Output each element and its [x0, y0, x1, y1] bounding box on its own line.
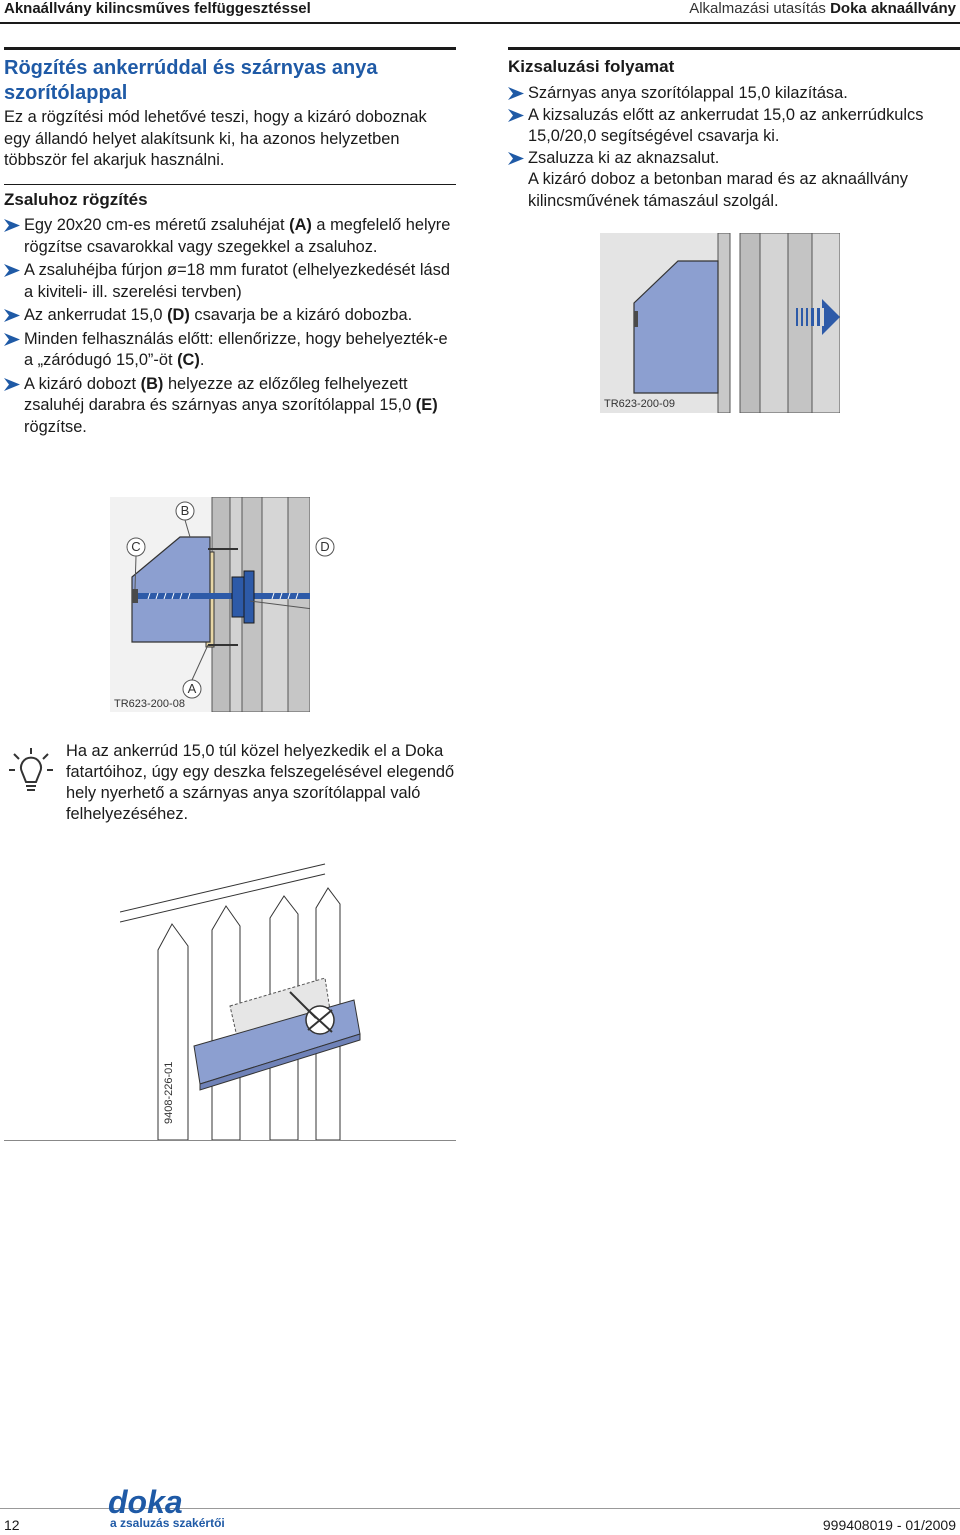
section-title: Rögzítés ankerrúddal és szárnyas anya sz…	[4, 57, 378, 104]
figure-code: TR623-200-08	[114, 698, 185, 710]
callout-b: B	[181, 503, 190, 518]
stripping-steps: Szárnyas anya szorítólappal 15,0 kilazít…	[508, 83, 960, 212]
header-title: Aknaállvány kilincsműves felfüggesztésse…	[4, 0, 311, 17]
board-nailing-figure: 9408-226-01	[120, 863, 361, 1140]
lightbulb-icon	[9, 748, 53, 791]
figure-code: TR623-200-09	[604, 398, 675, 410]
doka-logo: doka	[108, 1484, 183, 1520]
header-doc-title: Alkalmazási utasítás Doka aknaállvány	[689, 0, 956, 17]
list-item: A zsaluhéjba fúrjon ø=18 mm furatot (elh…	[4, 260, 456, 303]
arrow-bullet-icon	[4, 309, 20, 322]
list-item: Zsaluzza ki az aknazsalut.	[508, 148, 960, 170]
list-item: Szárnyas anya szorítólappal 15,0 kilazít…	[508, 83, 960, 105]
svg-text:doka: doka	[108, 1484, 183, 1520]
subsection-title: Zsaluhoz rögzítés	[4, 190, 148, 209]
fixing-detail-figure: B C E A TR623-200-08	[110, 497, 310, 712]
callout-d: D	[320, 539, 329, 554]
arrow-bullet-icon	[4, 332, 20, 346]
document-number: 999408019 - 01/2009	[822, 1517, 956, 1533]
callout-d-marker: D	[315, 537, 335, 557]
section-rule	[4, 47, 456, 50]
list-item: A kizsaluzás előtt az ankerrudat 15,0 az…	[508, 105, 960, 148]
list-item: Minden felhasználás előtt: ellenőrizze, …	[4, 329, 456, 372]
arrow-bullet-icon	[508, 87, 524, 100]
footer-rule	[0, 1508, 960, 1509]
figure-bottom-rule	[4, 1140, 456, 1141]
right-section-title: Kizsaluzási folyamat	[508, 57, 675, 76]
stripping-figure: TR623-200-09	[600, 233, 840, 413]
intro-paragraph: Ez a rögzítési mód lehetővé teszi, hogy …	[4, 108, 427, 169]
header-rule	[0, 22, 960, 24]
arrow-bullet-icon	[4, 219, 20, 232]
tip-text: Ha az ankerrúd 15,0 túl közel helyezkedi…	[66, 742, 455, 823]
arrow-bullet-icon	[508, 151, 524, 165]
callout-c: C	[131, 539, 140, 554]
callout-a: A	[188, 681, 197, 696]
list-item: A kizáró dobozt (B) helyezze az előzőleg…	[4, 374, 456, 439]
right-section-rule	[508, 47, 960, 50]
logo-tagline: a zsaluzás szakértői	[110, 1516, 225, 1530]
list-item: Egy 20x20 cm-es méretű zsaluhéjat (A) a …	[4, 215, 456, 258]
arrow-bullet-icon	[4, 264, 20, 277]
page-number: 12	[4, 1517, 20, 1533]
figure-code: 9408-226-01	[163, 1062, 175, 1124]
arrow-bullet-icon	[508, 108, 524, 122]
mounting-steps: Egy 20x20 cm-es méretű zsaluhéjat (A) a …	[4, 215, 456, 438]
arrow-bullet-icon	[4, 377, 20, 391]
subsection-rule	[4, 184, 456, 185]
list-item: Az ankerrudat 15,0 (D) csavarja be a kiz…	[4, 305, 456, 327]
list-note: A kizáró doboz a betonban marad és az ak…	[528, 170, 908, 210]
